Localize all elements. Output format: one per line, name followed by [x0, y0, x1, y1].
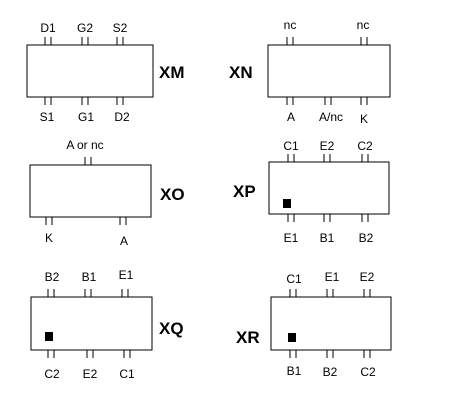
pin-label: G1 [78, 110, 94, 124]
package-name: XO [160, 185, 185, 204]
package-name: XR [236, 328, 260, 347]
pin-label: B2 [45, 270, 60, 284]
pin-label: C2 [360, 365, 376, 379]
pin1-marker-dot [288, 333, 296, 342]
package-xp: C1 E2 C2 E1 B1 B2 XP [233, 139, 390, 245]
pin-label: E1 [325, 270, 340, 284]
pin-label: E2 [320, 139, 335, 153]
pin-label: E2 [83, 367, 98, 381]
pin-label: A or nc [66, 138, 103, 152]
pin-label: S1 [40, 110, 55, 124]
pin-label: nc [357, 18, 370, 32]
package-xr: C1 E1 E2 B1 B2 C2 XR [236, 270, 392, 379]
package-xm: D1 G2 S2 S1 G1 D2 XM [26, 21, 185, 124]
pin-label: B1 [287, 364, 302, 378]
pin-label: A/nc [319, 110, 343, 124]
pin-label: A [287, 110, 295, 124]
package-xn: nc nc A A/nc K XN [229, 18, 391, 126]
pin-label: C1 [286, 272, 302, 286]
pin-label: E2 [360, 270, 375, 284]
pin-label: K [360, 112, 368, 126]
pin-label: C1 [283, 139, 299, 153]
package-body [26, 44, 154, 98]
pin-label: D1 [40, 21, 56, 35]
pin-label: E1 [119, 268, 134, 282]
package-body [270, 296, 392, 351]
pin-label: B2 [323, 365, 338, 379]
package-body [30, 296, 153, 351]
pin-label: B1 [82, 270, 97, 284]
pin-label: S2 [113, 21, 128, 35]
package-body [267, 44, 391, 98]
package-name: XN [229, 63, 253, 82]
pin-label: B1 [320, 231, 335, 245]
pin-label: D2 [114, 110, 130, 124]
pin-label: nc [284, 18, 297, 32]
pin1-marker-dot [283, 199, 291, 208]
package-name: XP [233, 182, 256, 201]
pin-label: C2 [44, 367, 60, 381]
pin-label: C2 [357, 139, 373, 153]
package-xq: B2 B1 E1 C2 E2 C1 XQ [30, 268, 184, 381]
package-name: XM [159, 63, 185, 82]
package-body [29, 164, 152, 218]
package-name: XQ [159, 319, 184, 338]
pin1-marker-dot [45, 332, 53, 341]
pin-label: G2 [77, 21, 93, 35]
pin-label: C1 [119, 367, 135, 381]
package-xo: A or nc K A XO [29, 138, 185, 248]
pin-label: A [120, 234, 128, 248]
pin-label: B2 [359, 231, 374, 245]
pin-label: E1 [284, 231, 299, 245]
pin-label: K [45, 231, 53, 245]
